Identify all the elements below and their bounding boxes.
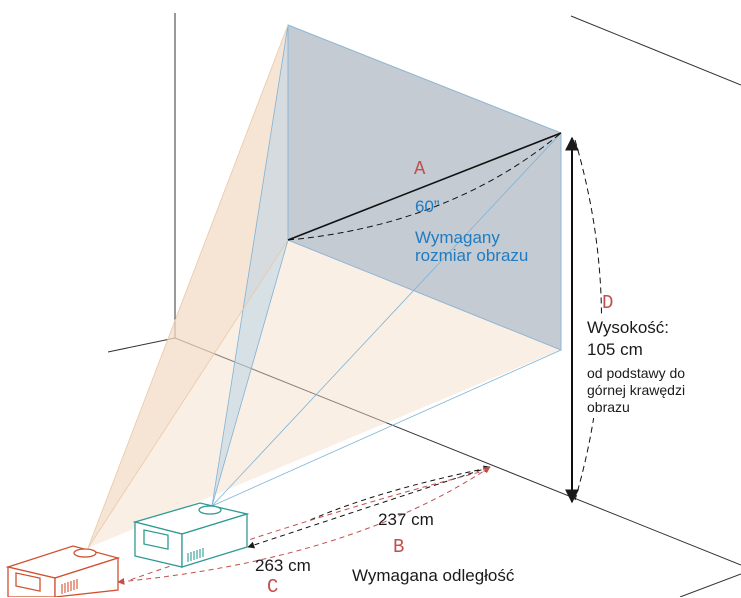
near-distance-arrow [247,465,491,549]
label-a: A [414,158,426,180]
height-callout: Wysokość: 105 cm od podstawy do górnej k… [585,315,688,418]
height-note-line3: obrazu [587,399,630,415]
far-projector-icon [5,545,121,597]
label-c: C [267,576,279,598]
label-b: B [393,536,405,558]
required-size-line2: rozmiar obrazu [415,246,529,265]
height-value: 105 cm [587,340,643,359]
distance-caption: Wymagana odległość [352,566,515,585]
far-distance-arrow [117,466,491,585]
diagonal-size: 60” [415,197,440,216]
required-size-line1: Wymagany [415,228,500,247]
diagonal-dashed-arc [287,132,562,241]
distance-far: 263 cm [255,556,311,575]
height-note-line2: górnej krawędzi [587,382,686,398]
height-title: Wysokość: [587,318,670,337]
room-lines [107,13,741,597]
distance-near: 237 cm [378,510,434,529]
label-d: D [602,292,614,314]
near-projector-icon [132,502,250,568]
height-note-line1: od podstawy do [587,365,686,381]
screen-diagonal [287,132,562,241]
